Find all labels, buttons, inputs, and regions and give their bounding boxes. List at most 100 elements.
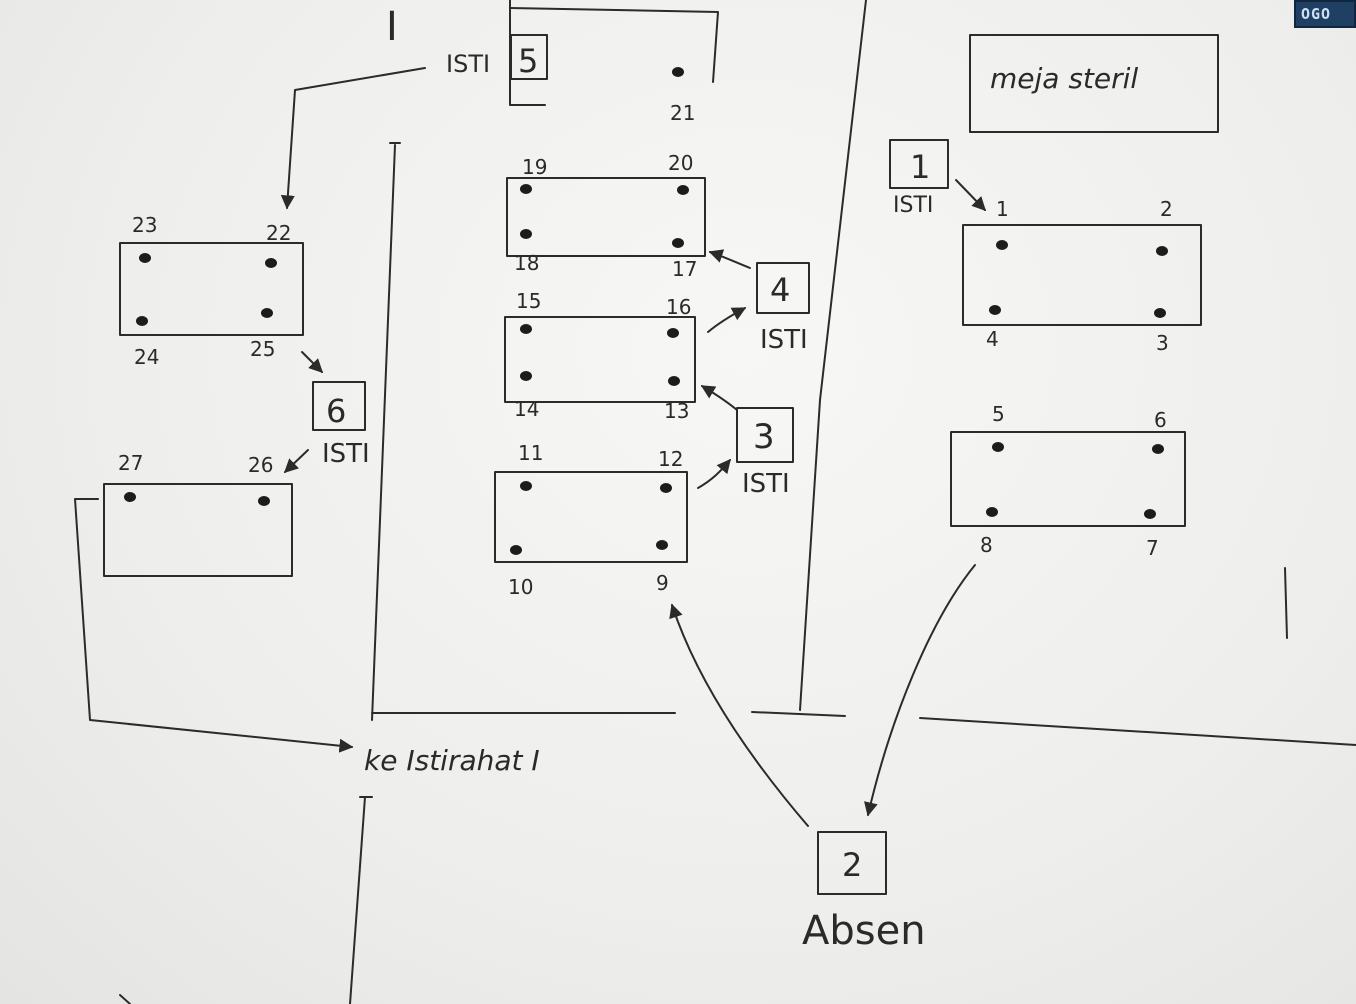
arrow-4-to-17 <box>708 249 751 269</box>
table-1-4 <box>962 224 1202 326</box>
step-6-label: ISTI <box>322 439 370 469</box>
station-dot-27 <box>124 492 136 502</box>
station-number-26: 26 <box>248 453 273 477</box>
station-dot-22 <box>265 258 277 268</box>
step-4-box <box>756 262 810 314</box>
step-3-number: 3 <box>753 417 775 457</box>
station-dot-7 <box>1144 509 1156 519</box>
station-dot-17 <box>672 238 684 248</box>
arrow-1 <box>955 179 986 212</box>
station-dot-13 <box>668 376 680 386</box>
station-number-1: 1 <box>996 197 1009 221</box>
arrow-6-to-26 <box>283 449 309 473</box>
station-dot-2 <box>1156 246 1168 256</box>
arrow-25-to-6 <box>301 351 323 373</box>
step-boxes <box>312 34 949 895</box>
station-number-8: 8 <box>980 533 993 557</box>
step-2-number: 2 <box>842 846 862 884</box>
station-dot-6 <box>1152 444 1164 454</box>
station-dot-12 <box>660 483 672 493</box>
station-dots <box>124 67 1168 555</box>
station-number-15: 15 <box>516 289 541 313</box>
table-5-8 <box>950 431 1186 527</box>
station-number-14: 14 <box>514 397 539 421</box>
station-number-18: 18 <box>514 251 539 275</box>
station-dot-26 <box>258 496 270 506</box>
station-dot-14 <box>520 371 532 381</box>
step-4-label: ISTI <box>760 325 808 355</box>
station-number-20: 20 <box>668 151 693 175</box>
station-number-9: 9 <box>656 571 669 595</box>
station-number-19: 19 <box>522 155 547 179</box>
station-dot-8 <box>986 507 998 517</box>
station-number-4: 4 <box>986 327 999 351</box>
arrow-5-to-22 <box>280 67 426 210</box>
step-2-label: Absen <box>802 908 926 954</box>
step-5-number: 5 <box>518 42 538 80</box>
step-4-number: 4 <box>770 271 790 309</box>
station-number-2: 2 <box>1160 197 1173 221</box>
arrow-3-to-13 <box>700 385 738 411</box>
station-dot-15 <box>520 324 532 334</box>
table-17-20 <box>506 177 706 257</box>
step-5-box <box>510 34 548 80</box>
istirahat-label: ke Istirahat I <box>364 744 540 777</box>
arrow-12-to-3 <box>697 458 731 489</box>
step-1-box <box>889 139 949 189</box>
tables <box>103 177 1202 577</box>
station-dot-20 <box>677 185 689 195</box>
arrow-8-to-2 <box>864 564 976 817</box>
room-walls <box>119 0 1356 1004</box>
station-dot-5 <box>992 442 1004 452</box>
arrow-16-to-4 <box>707 307 747 333</box>
step-6-box <box>312 381 366 431</box>
flow-arrows <box>74 67 986 827</box>
station-number-21: 21 <box>670 101 695 125</box>
step-2-box <box>817 831 887 895</box>
step-1-label: ISTI <box>893 193 933 218</box>
step-3-box <box>736 407 794 463</box>
sterile-table <box>969 34 1219 133</box>
table-13-16 <box>504 316 696 403</box>
step-3-label: ISTI <box>742 469 790 499</box>
station-number-13: 13 <box>664 399 689 423</box>
step-labels: ISTI Absen ISTI ISTI ISTI ISTI <box>322 50 933 954</box>
table-9-12 <box>494 471 688 563</box>
station-dot-16 <box>667 328 679 338</box>
station-dot-19 <box>520 184 532 194</box>
station-dot-4 <box>989 305 1001 315</box>
station-dot-25 <box>261 308 273 318</box>
step-5-label: ISTI <box>446 50 490 78</box>
station-dot-9 <box>656 540 668 550</box>
logo-badge: OGO <box>1294 0 1356 28</box>
station-number-10: 10 <box>508 575 533 599</box>
station-number-11: 11 <box>518 441 543 465</box>
arrow-27-to-istirahat <box>74 498 354 753</box>
station-number-23: 23 <box>132 213 157 237</box>
station-number-17: 17 <box>672 257 697 281</box>
station-number-7: 7 <box>1146 536 1159 560</box>
station-number-27: 27 <box>118 451 143 475</box>
station-dot-1 <box>996 240 1008 250</box>
roman-one-top: I <box>386 4 398 50</box>
station-number-16: 16 <box>666 295 691 319</box>
station-number-24: 24 <box>134 345 159 369</box>
station-dot-10 <box>510 545 522 555</box>
station-number-3: 3 <box>1156 331 1169 355</box>
step-numbers: 1 2 3 4 5 6 <box>326 42 930 884</box>
station-number-6: 6 <box>1154 408 1167 432</box>
station-dot-24 <box>136 316 148 326</box>
arrow-2-to-9 <box>669 603 809 827</box>
station-dot-11 <box>520 481 532 491</box>
station-dot-3 <box>1154 308 1166 318</box>
station-dot-18 <box>520 229 532 239</box>
station-number-12: 12 <box>658 447 683 471</box>
sterile-table-label: meja steril <box>990 62 1138 95</box>
table-26-27 <box>103 483 293 577</box>
step-1-number: 1 <box>910 148 930 186</box>
table-22-25 <box>119 242 304 336</box>
station-number-22: 22 <box>266 221 291 245</box>
station-dot-23 <box>139 253 151 263</box>
